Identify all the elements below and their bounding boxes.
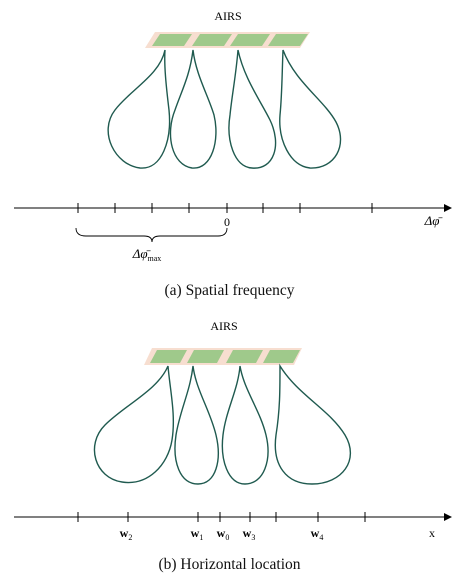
beam-lobe bbox=[174, 365, 219, 485]
array-element bbox=[150, 350, 187, 363]
beam-lobe bbox=[221, 365, 269, 485]
array-element bbox=[263, 350, 300, 363]
caption-b: (b) Horizontal location bbox=[158, 556, 301, 573]
spatial-frequency-diagram: AIRS 0 Δφ̄ bbox=[14, 9, 452, 263]
airs-label: AIRS bbox=[214, 9, 241, 23]
beam-lobe bbox=[274, 363, 351, 485]
array-element bbox=[226, 350, 263, 363]
range-brace bbox=[75, 227, 228, 243]
array-element bbox=[192, 34, 232, 46]
beam-lobe bbox=[169, 49, 217, 169]
axis-label-delta-phi: Δφ̄ bbox=[424, 213, 444, 228]
axis-ticks bbox=[77, 203, 373, 213]
array-element bbox=[230, 34, 270, 46]
axis-arrow bbox=[444, 513, 452, 521]
caption-a: (a) Spatial frequency bbox=[164, 282, 295, 299]
beam-lobe bbox=[279, 49, 342, 169]
zero-label: 0 bbox=[224, 215, 230, 229]
panel-horizontal-location: AIRS w2 w1 w0 bbox=[0, 310, 459, 587]
location-label-w4: w4 bbox=[311, 526, 324, 542]
panel-spatial-frequency: AIRS 0 Δφ̄ bbox=[14, 9, 452, 299]
array-element bbox=[268, 34, 308, 46]
array-element bbox=[152, 34, 192, 46]
array-element bbox=[187, 350, 224, 363]
axis-arrow bbox=[444, 204, 452, 212]
airs-label: AIRS bbox=[210, 319, 237, 333]
beam-lobe bbox=[93, 365, 175, 484]
axis-ticks bbox=[77, 512, 366, 522]
location-label-w3: w3 bbox=[243, 526, 256, 542]
horizontal-location-diagram: AIRS w2 w1 w0 bbox=[14, 319, 452, 542]
beam-lobe bbox=[228, 49, 277, 169]
location-label-w2: w2 bbox=[120, 526, 133, 542]
location-label-w0: w0 bbox=[217, 526, 230, 542]
range-label: Δφ̄max bbox=[132, 246, 162, 263]
beam-lobe bbox=[107, 49, 171, 169]
location-label-w1: w1 bbox=[191, 526, 204, 542]
axis-label-x: x bbox=[429, 526, 435, 540]
